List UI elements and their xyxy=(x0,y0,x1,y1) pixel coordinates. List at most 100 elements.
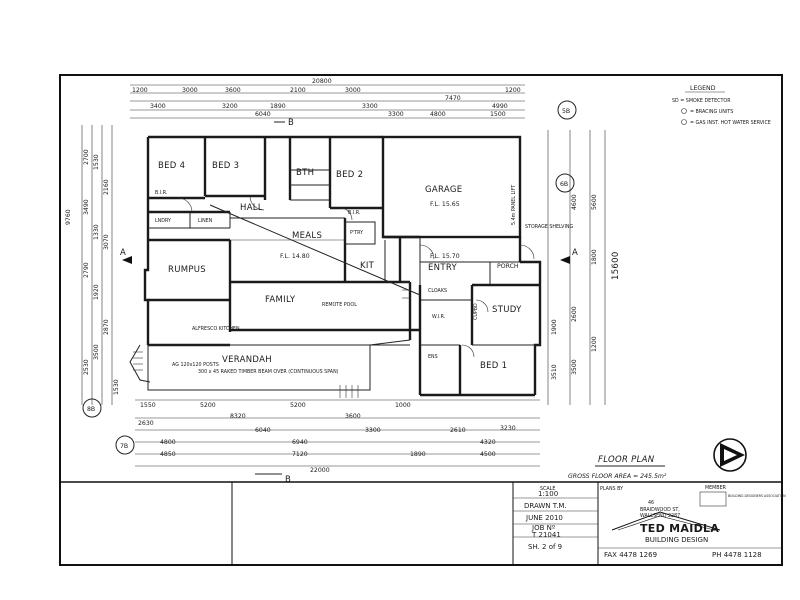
label-hall: HALL xyxy=(240,203,263,213)
dim-top-1-5: 3000 xyxy=(345,87,361,94)
dim-bot-5-2: 7120 xyxy=(292,451,308,458)
dim-bot-1-4: 1000 xyxy=(395,402,411,409)
legend: LEGEND SD = SMOKE DETECTOR = BRACING UNI… xyxy=(672,85,771,126)
dim-bot-5-4: 4500 xyxy=(480,451,496,458)
dim-bot-2-4: 3230 xyxy=(500,425,516,432)
tb-company: TED MAIDLA xyxy=(640,522,719,535)
label-cloaks: CLOAKS xyxy=(428,288,447,294)
title-block: SCALE 1:100 DRAWN T.M. JUNE 2010 JOB Nº … xyxy=(524,485,786,559)
tb-plans-by: PLANS BY xyxy=(600,486,623,492)
dim-top-2-2: 3200 xyxy=(222,103,238,110)
marker-6b: 6B xyxy=(560,181,568,188)
company-logo-icon xyxy=(611,511,721,531)
dim-top-2-5: 4800 xyxy=(430,111,446,118)
marker-section-b-top: B xyxy=(288,118,294,128)
label-kit: KIT xyxy=(360,261,375,271)
dim-left-9: 2530 xyxy=(83,359,90,375)
dim-top-1-2: 3000 xyxy=(182,87,198,94)
dim-right-4: 2600 xyxy=(571,306,578,322)
label-garage-fl: F.L. 15.65 xyxy=(430,201,460,208)
dim-top-1-1: 1200 xyxy=(132,87,148,94)
marker-8b: 8B xyxy=(87,406,95,413)
north-arrow-icon xyxy=(713,438,747,472)
label-porch: PORCH xyxy=(497,263,519,270)
verandah-steps xyxy=(133,281,410,398)
label-study: STUDY xyxy=(492,305,522,315)
bottom-dimensions: 1550 5200 5200 1000 2630 8320 3600 3230 … xyxy=(138,402,516,474)
dim-right-7: 3510 xyxy=(551,364,558,380)
dim-top-2-1: 3400 xyxy=(150,103,166,110)
dim-top-2-3: 1890 xyxy=(270,103,286,110)
dim-top-2-4: 3300 xyxy=(362,103,378,110)
label-bed4: BED 4 xyxy=(158,161,185,171)
dim-top-3-1: 6040 xyxy=(255,111,271,118)
tb-scale: 1:100 xyxy=(538,490,558,498)
tb-scale-label: SCALE xyxy=(540,486,555,492)
dim-bot-4-2: 6940 xyxy=(292,439,308,446)
dim-left-1: 2700 xyxy=(83,149,90,165)
label-linen: LINEN xyxy=(198,218,213,224)
dim-overall-top: 20800 xyxy=(312,78,332,85)
dim-left-11: 2870 xyxy=(103,319,110,335)
label-lndry: LNDRY xyxy=(155,218,171,224)
dim-bot-1-2: 5200 xyxy=(200,402,216,409)
tb-job-label: JOB Nº xyxy=(531,524,555,532)
dim-overall-bottom: 22000 xyxy=(310,467,330,474)
dim-left-5: 1330 xyxy=(93,224,100,240)
tb-assoc: BUILDING DESIGNERS ASSOCIATION xyxy=(728,494,786,498)
label-garage-door: 5.4m PANEL LIFT xyxy=(511,185,517,225)
label-storage: STORAGE SHELVING xyxy=(525,224,573,230)
dim-bot-5-3: 1890 xyxy=(410,451,426,458)
label-garage: GARAGE xyxy=(425,185,462,195)
dim-left-3: 2160 xyxy=(103,179,110,195)
gross-floor-area: GROSS FLOOR AREA = 245.5m² xyxy=(568,473,667,480)
label-bth: BTH xyxy=(296,168,314,178)
legend-item-hws: = GAS INST. HOT WATER SERVICE xyxy=(690,120,771,126)
dim-left-8: 1920 xyxy=(93,284,100,300)
overall-dimensions xyxy=(81,84,606,467)
marker-section-b-bottom: B xyxy=(285,475,291,485)
marker-section-a-left: A xyxy=(120,248,126,258)
dim-top-1-4: 2100 xyxy=(290,87,306,94)
label-meals-fl: F.L. 14.80 xyxy=(280,253,310,260)
bda-logo-icon xyxy=(699,491,727,507)
label-entry: ENTRY xyxy=(428,263,457,273)
tb-date: JUNE 2010 xyxy=(525,514,563,522)
dim-bot-3-3: 2610 xyxy=(450,427,466,434)
label-remote-pool: REMOTE POOL xyxy=(322,302,357,308)
tb-member: MEMBER xyxy=(705,485,727,491)
dim-top-1-3: 3600 xyxy=(225,87,241,94)
dim-bot-3-2: 3300 xyxy=(365,427,381,434)
dim-bot-2-1: 2630 xyxy=(138,420,154,427)
label-ens: ENS xyxy=(428,354,438,360)
label-rumpus: RUMPUS xyxy=(168,265,206,275)
tb-fax: FAX 4478 1269 xyxy=(604,551,657,559)
dim-right-6: 1200 xyxy=(591,336,598,352)
room-labels: BED 4 BED 3 BTH BED 2 GARAGE F.L. 15.65 … xyxy=(155,161,573,375)
tb-sheet: SH. 2 of 9 xyxy=(528,543,562,551)
tb-job-value: T 21041 xyxy=(531,531,561,539)
bracing-symbol-icon xyxy=(681,108,687,114)
dim-top-1-7: 1200 xyxy=(505,87,521,94)
drawing-title: FLOOR PLAN GROSS FLOOR AREA = 245.5m² xyxy=(568,438,747,480)
label-bir-1: B.I.R. xyxy=(155,190,167,196)
marker-7b: 7B xyxy=(120,443,128,450)
floor-plan-title: FLOOR PLAN xyxy=(598,455,655,465)
tb-address-num: 46 xyxy=(648,500,654,506)
dim-left-2: 1530 xyxy=(93,154,100,170)
legend-item-bracing: = BRACING UNITS xyxy=(690,109,733,115)
tb-address-street: BRAIDWOOD ST, xyxy=(640,507,680,513)
tb-drawn: DRAWN T.M. xyxy=(524,502,567,510)
dim-bot-5-1: 4850 xyxy=(160,451,176,458)
marker-section-a-right: A xyxy=(572,248,578,258)
top-dimensions: 20800 1200 3000 3600 2100 3000 7470 1200… xyxy=(132,78,521,118)
label-wir: W.I.R. xyxy=(432,314,445,320)
dim-bot-1-1: 1550 xyxy=(140,402,156,409)
label-family: FAMILY xyxy=(265,295,296,305)
dim-bot-2-3: 3600 xyxy=(345,413,361,420)
dim-bot-3-1: 6040 xyxy=(255,427,271,434)
label-ptry: P'TRY xyxy=(350,230,363,236)
dim-left-10: 3500 xyxy=(93,344,100,360)
label-bed2: BED 2 xyxy=(336,170,363,180)
